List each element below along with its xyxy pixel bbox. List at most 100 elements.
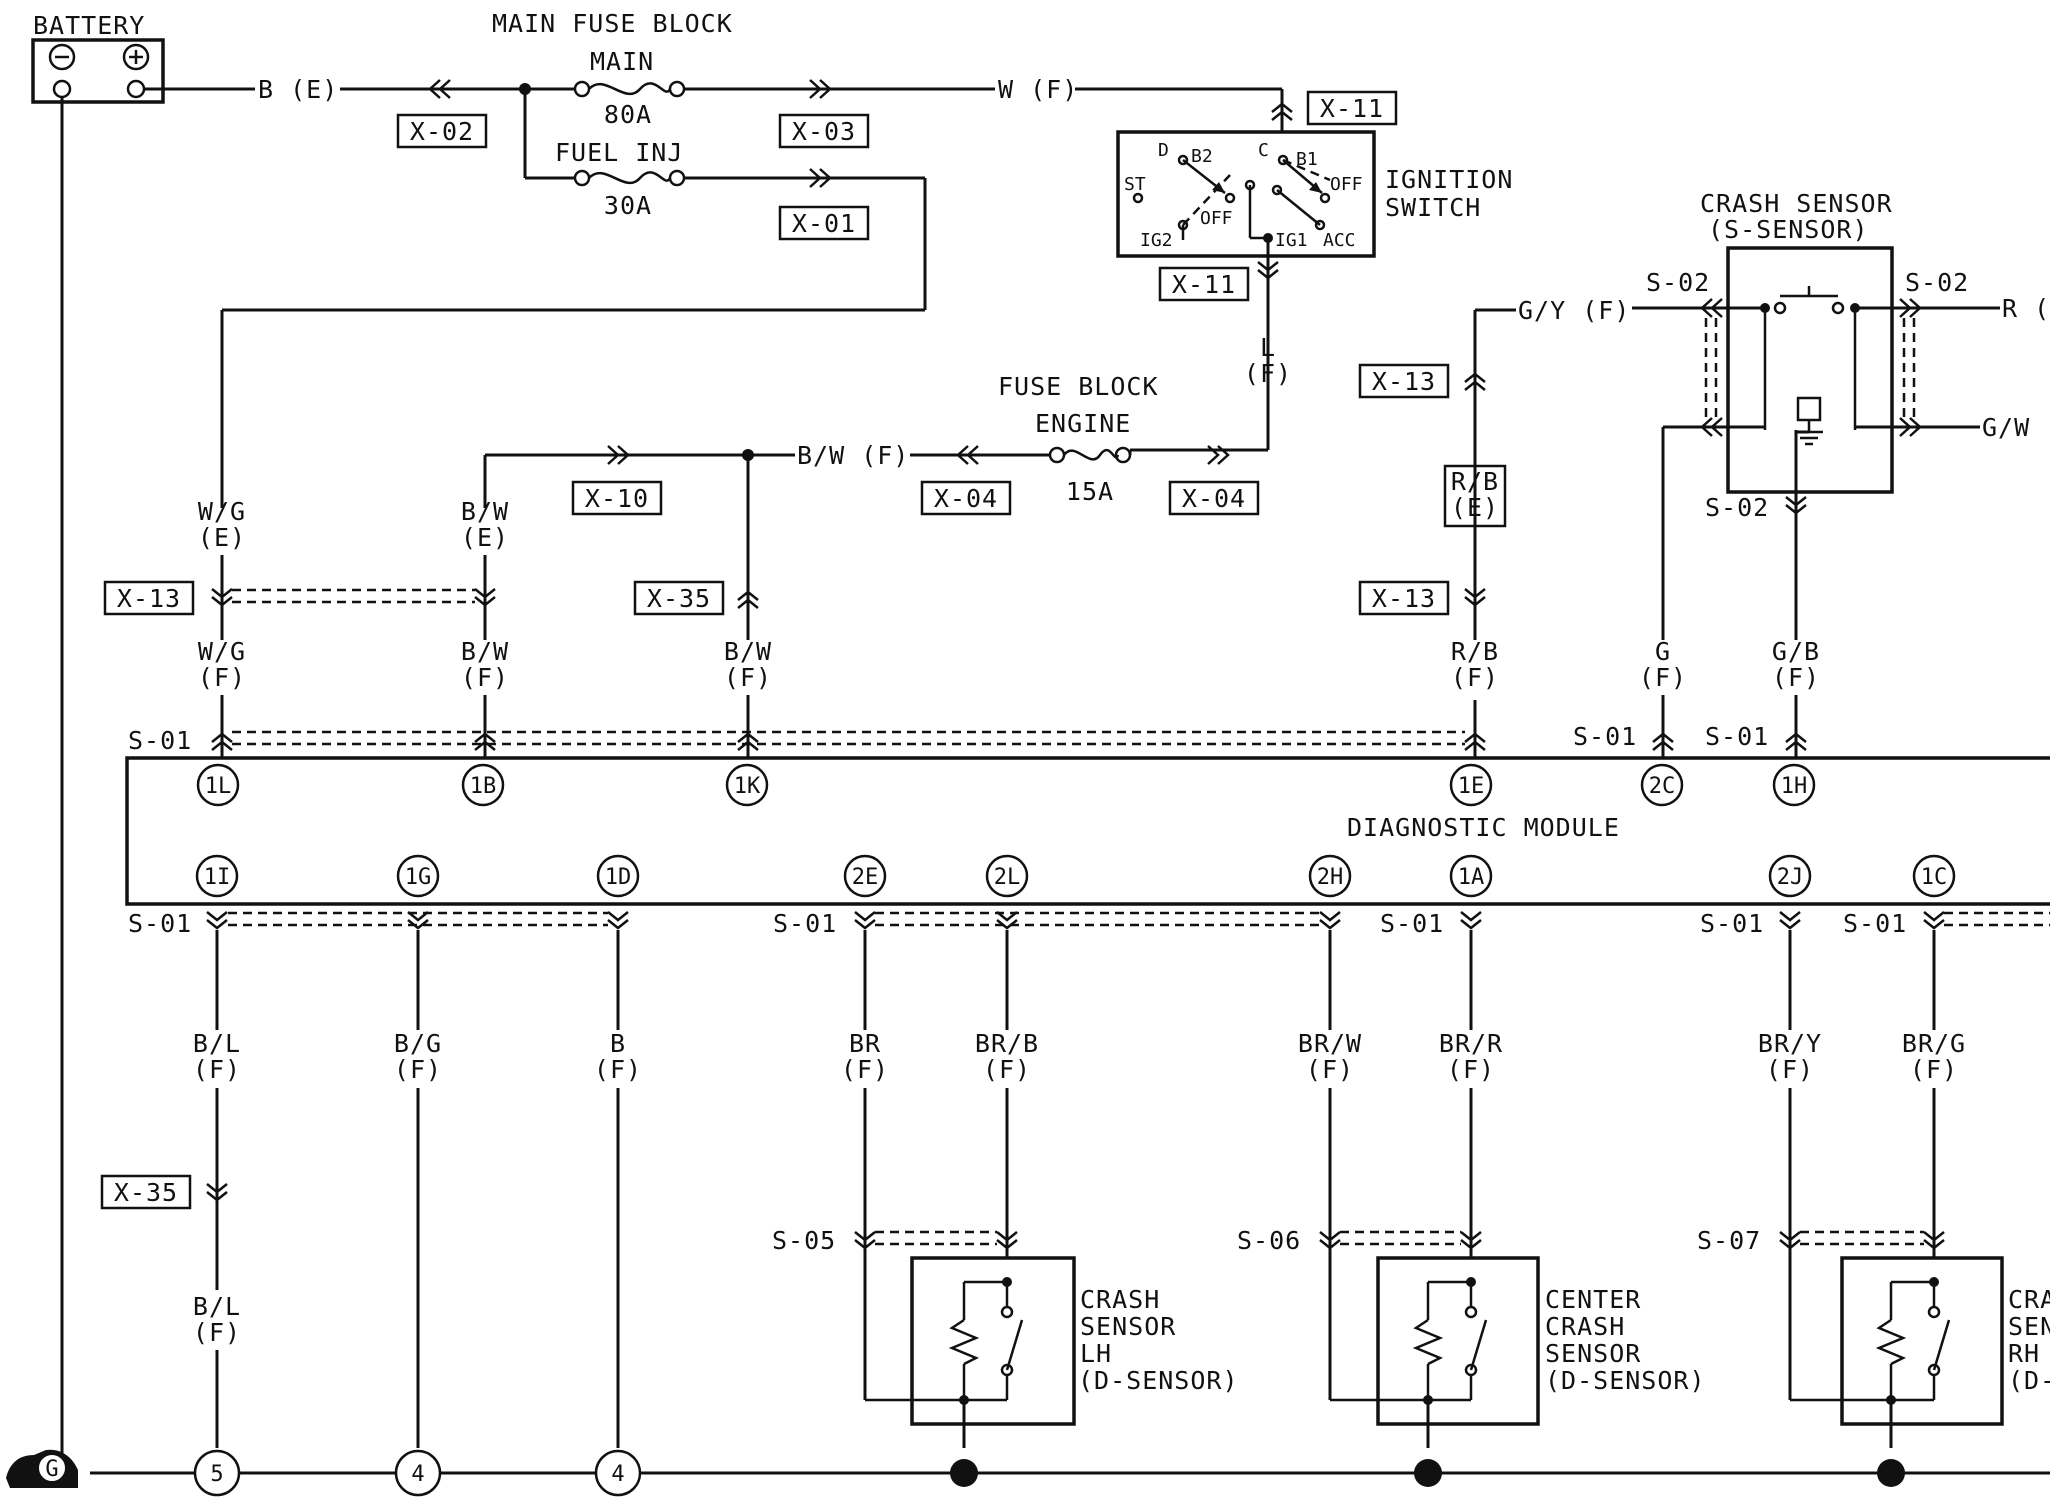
wire-brg-name: BR/G xyxy=(1902,1029,1966,1058)
connector-x04-left: X-04 xyxy=(934,484,998,513)
diagnostic-module-label: DIAGNOSTIC MODULE xyxy=(1347,813,1620,842)
crash-rh-label-3: RH xyxy=(2008,1339,2040,1368)
engine-fuse-icon xyxy=(1062,448,1120,461)
pin-1h: 1H xyxy=(1781,774,1808,799)
connector-x13-left: X-13 xyxy=(117,584,181,613)
connector-x11-top: X-11 xyxy=(1320,94,1384,123)
wire-bl2-f: (F) xyxy=(193,1318,241,1347)
ground-icon: G xyxy=(6,1449,78,1488)
crash-rh-label-2: SEN xyxy=(2008,1312,2050,1341)
wire-bg-name: B/G xyxy=(394,1029,442,1058)
connector-s01-bottom-2e: S-01 xyxy=(773,909,837,938)
connector-s02-right: S-02 xyxy=(1905,268,1969,297)
center-label-3: SENSOR xyxy=(1545,1339,1641,1368)
pin-1e: 1E xyxy=(1458,774,1485,799)
ground-5: 5 xyxy=(210,1462,223,1487)
switch-term-c: C xyxy=(1258,140,1269,161)
main-fuse-block-label: MAIN FUSE BLOCK xyxy=(492,9,733,38)
ignition-switch-box xyxy=(1116,130,1376,258)
wire-rb-e-name: R/B xyxy=(1451,467,1499,496)
crash-lh-label-3: LH xyxy=(1080,1339,1112,1368)
pin-1d: 1D xyxy=(605,865,632,890)
connector-x35-top: X-35 xyxy=(647,584,711,613)
connector-s07: S-07 xyxy=(1697,1226,1761,1255)
pin-1l: 1L xyxy=(205,774,232,799)
connector-x11-bottom: X-11 xyxy=(1172,270,1236,299)
ignition-switch-label-1: IGNITION xyxy=(1385,165,1513,194)
connector-x02-icon xyxy=(428,79,451,99)
crash-sensor-s-title-2: (S-SENSOR) xyxy=(1708,215,1869,244)
wire-gw: G/W xyxy=(1982,413,2030,442)
wire-brr-f: (F) xyxy=(1447,1055,1495,1084)
fuel-inj-fuse-icon xyxy=(588,171,672,185)
connector-x01-icon xyxy=(809,168,832,188)
battery-negative-icon xyxy=(48,43,76,71)
pin-2j: 2J xyxy=(1777,865,1804,890)
connector-x04a-icon xyxy=(956,445,979,465)
pin-1c: 1C xyxy=(1921,865,1948,890)
connector-x13-lower: X-13 xyxy=(1372,584,1436,613)
engine-fuse-amp: 15A xyxy=(1066,477,1114,506)
crash-sensor-s-box xyxy=(1726,246,1894,494)
pin-2c: 2C xyxy=(1649,774,1676,799)
center-crash-sensor xyxy=(1330,1256,1540,1487)
wire-bl2-name: B/L xyxy=(193,1292,241,1321)
wire-bw-e-name: B/W xyxy=(461,497,509,526)
crash-sensor-lh xyxy=(865,1256,1076,1487)
main-fuse-label: MAIN xyxy=(590,47,654,76)
wire-wg-e: (E) xyxy=(198,523,246,552)
connector-x35-bottom: X-35 xyxy=(114,1178,178,1207)
wire-bw-f2-name: B/W xyxy=(461,637,509,666)
ground-4-a: 4 xyxy=(411,1462,424,1487)
switch-term-b1: B1 xyxy=(1296,149,1318,170)
wire-bry-name: BR/Y xyxy=(1758,1029,1822,1058)
fuse-block-engine-label-1: FUSE BLOCK xyxy=(998,372,1159,401)
wire-r-f: R (F xyxy=(2002,294,2050,323)
wire-b-f: (F) xyxy=(594,1055,642,1084)
wire-bg-f: (F) xyxy=(394,1055,442,1084)
wire-brb-name: BR/B xyxy=(975,1029,1039,1058)
pin-1k: 1K xyxy=(734,774,761,799)
switch-term-off-2: OFF xyxy=(1200,208,1233,229)
ground-4-b: 4 xyxy=(611,1462,624,1487)
wire-bl-f: (F) xyxy=(193,1055,241,1084)
wire-brw-f: (F) xyxy=(1306,1055,1354,1084)
wire-gy-f: G/Y (F) xyxy=(1518,296,1630,325)
wire-l: L xyxy=(1260,333,1276,362)
wire-bw-f3-name: B/W xyxy=(724,637,772,666)
wire-bw-e: (E) xyxy=(461,523,509,552)
connector-s02-left: S-02 xyxy=(1646,268,1710,297)
pin-2h: 2H xyxy=(1317,865,1344,890)
lower-wires xyxy=(215,930,1936,1030)
crash-lh-label-1: CRASH xyxy=(1080,1285,1160,1314)
pin-1a: 1A xyxy=(1458,865,1485,890)
wire-wg-f: (F) xyxy=(198,663,246,692)
switch-term-st: ST xyxy=(1124,174,1146,195)
wire-brb-f: (F) xyxy=(983,1055,1031,1084)
wire-br-f: (F) xyxy=(841,1055,889,1084)
wire-rb-f: (F) xyxy=(1451,663,1499,692)
crash-lh-label-4: (D-SENSOR) xyxy=(1078,1366,1239,1395)
pin-2e: 2E xyxy=(852,865,879,890)
ignition-switch-label-2: SWITCH xyxy=(1385,193,1481,222)
connector-s01-bottom-left: S-01 xyxy=(128,909,192,938)
fuel-inj-amp: 30A xyxy=(604,191,652,220)
center-label-4: (D-SENSOR) xyxy=(1545,1366,1706,1395)
module-pins-top: 1L 1B 1K 1E 2C 1H xyxy=(196,763,1816,807)
pin-1i: 1I xyxy=(204,865,231,890)
connector-s06: S-06 xyxy=(1237,1226,1301,1255)
wire-bw-f2: (F) xyxy=(461,663,509,692)
connector-x10: X-10 xyxy=(585,484,649,513)
ground-label: G xyxy=(45,1457,58,1482)
connector-x01: X-01 xyxy=(792,209,856,238)
connector-s01-top-left: S-01 xyxy=(128,726,192,755)
wire-rb-f-name: R/B xyxy=(1451,637,1499,666)
crash-sensor-s-title-1: CRASH SENSOR xyxy=(1700,189,1893,218)
wire-w-f: W (F) xyxy=(998,75,1078,104)
center-label-1: CENTER xyxy=(1545,1285,1641,1314)
connector-s05: S-05 xyxy=(772,1226,836,1255)
connector-x10-icon xyxy=(607,445,630,465)
connector-x04-right: X-04 xyxy=(1182,484,1246,513)
wire-l-f: (F) xyxy=(1244,359,1292,388)
